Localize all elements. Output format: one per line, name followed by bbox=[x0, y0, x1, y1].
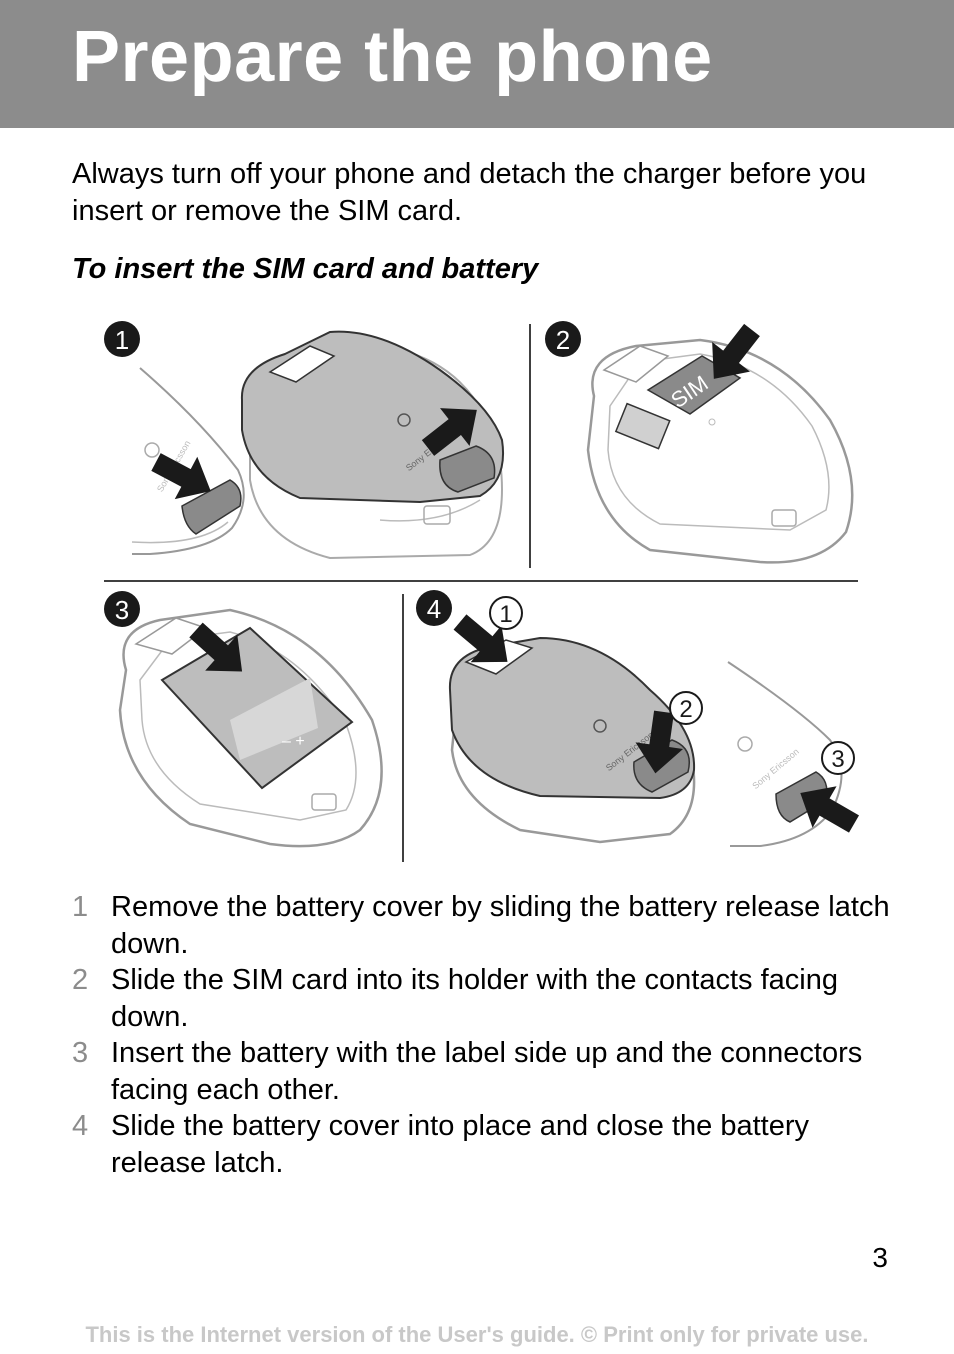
svg-text:3: 3 bbox=[831, 746, 844, 773]
step-number: 4 bbox=[72, 1110, 89, 1142]
panel-2-insert-sim: SIM bbox=[586, 315, 854, 564]
step-number: 1 bbox=[72, 891, 89, 923]
section-subheading: To insert the SIM card and battery bbox=[72, 253, 539, 285]
step-text: Insert the battery with the label side u… bbox=[111, 1037, 863, 1106]
svg-text:2: 2 bbox=[556, 325, 570, 355]
page-number: 3 bbox=[872, 1242, 888, 1273]
step-badge-4: 4 bbox=[416, 590, 452, 626]
list-item: 1 Remove the battery cover by sliding the… bbox=[72, 889, 902, 962]
step-text: Remove the battery cover by sliding the … bbox=[111, 891, 890, 960]
instruction-steps: 1 Remove the battery cover by sliding the… bbox=[72, 889, 902, 1181]
panel-1-remove-cover: Sony Ericsson Sony Ericsson bbox=[131, 330, 504, 560]
step-badge-3: 3 bbox=[104, 591, 140, 627]
list-item: 2 Slide the SIM card into its holder with… bbox=[72, 962, 902, 1035]
footer-notice: This is the Internet version of the User… bbox=[85, 1322, 869, 1347]
svg-text:4: 4 bbox=[427, 594, 441, 624]
svg-text:1: 1 bbox=[499, 601, 512, 628]
step-badge-1: 1 bbox=[104, 321, 140, 357]
callout-3: 3 bbox=[821, 741, 855, 775]
svg-text:2: 2 bbox=[679, 696, 692, 723]
list-item: 4 Slide the battery cover into place and … bbox=[72, 1108, 902, 1181]
list-item: 3 Insert the battery with the label side … bbox=[72, 1035, 902, 1108]
panel-4-replace-cover: Sony Ericsson Sony Ericsson bbox=[444, 603, 866, 847]
callout-2: 2 bbox=[669, 691, 703, 725]
panel-3-insert-battery: – + bbox=[118, 608, 383, 848]
step-number: 2 bbox=[72, 964, 89, 996]
step-text: Slide the SIM card into its holder with … bbox=[111, 964, 838, 1033]
step-text: Slide the battery cover into place and c… bbox=[111, 1110, 810, 1179]
assembly-illustration: Sony Ericsson Sony Ericsson SIM – + bbox=[104, 315, 866, 862]
battery-terminals: – + bbox=[282, 733, 305, 750]
page-header: Prepare the phone bbox=[0, 0, 954, 128]
svg-text:1: 1 bbox=[115, 325, 129, 355]
page-title: Prepare the phone bbox=[72, 17, 713, 97]
step-badge-2: 2 bbox=[545, 321, 581, 357]
callout-1: 1 bbox=[489, 596, 523, 630]
step-number: 3 bbox=[72, 1037, 89, 1069]
intro-text: Always turn off your phone and detach th… bbox=[72, 158, 867, 227]
svg-text:3: 3 bbox=[115, 595, 129, 625]
